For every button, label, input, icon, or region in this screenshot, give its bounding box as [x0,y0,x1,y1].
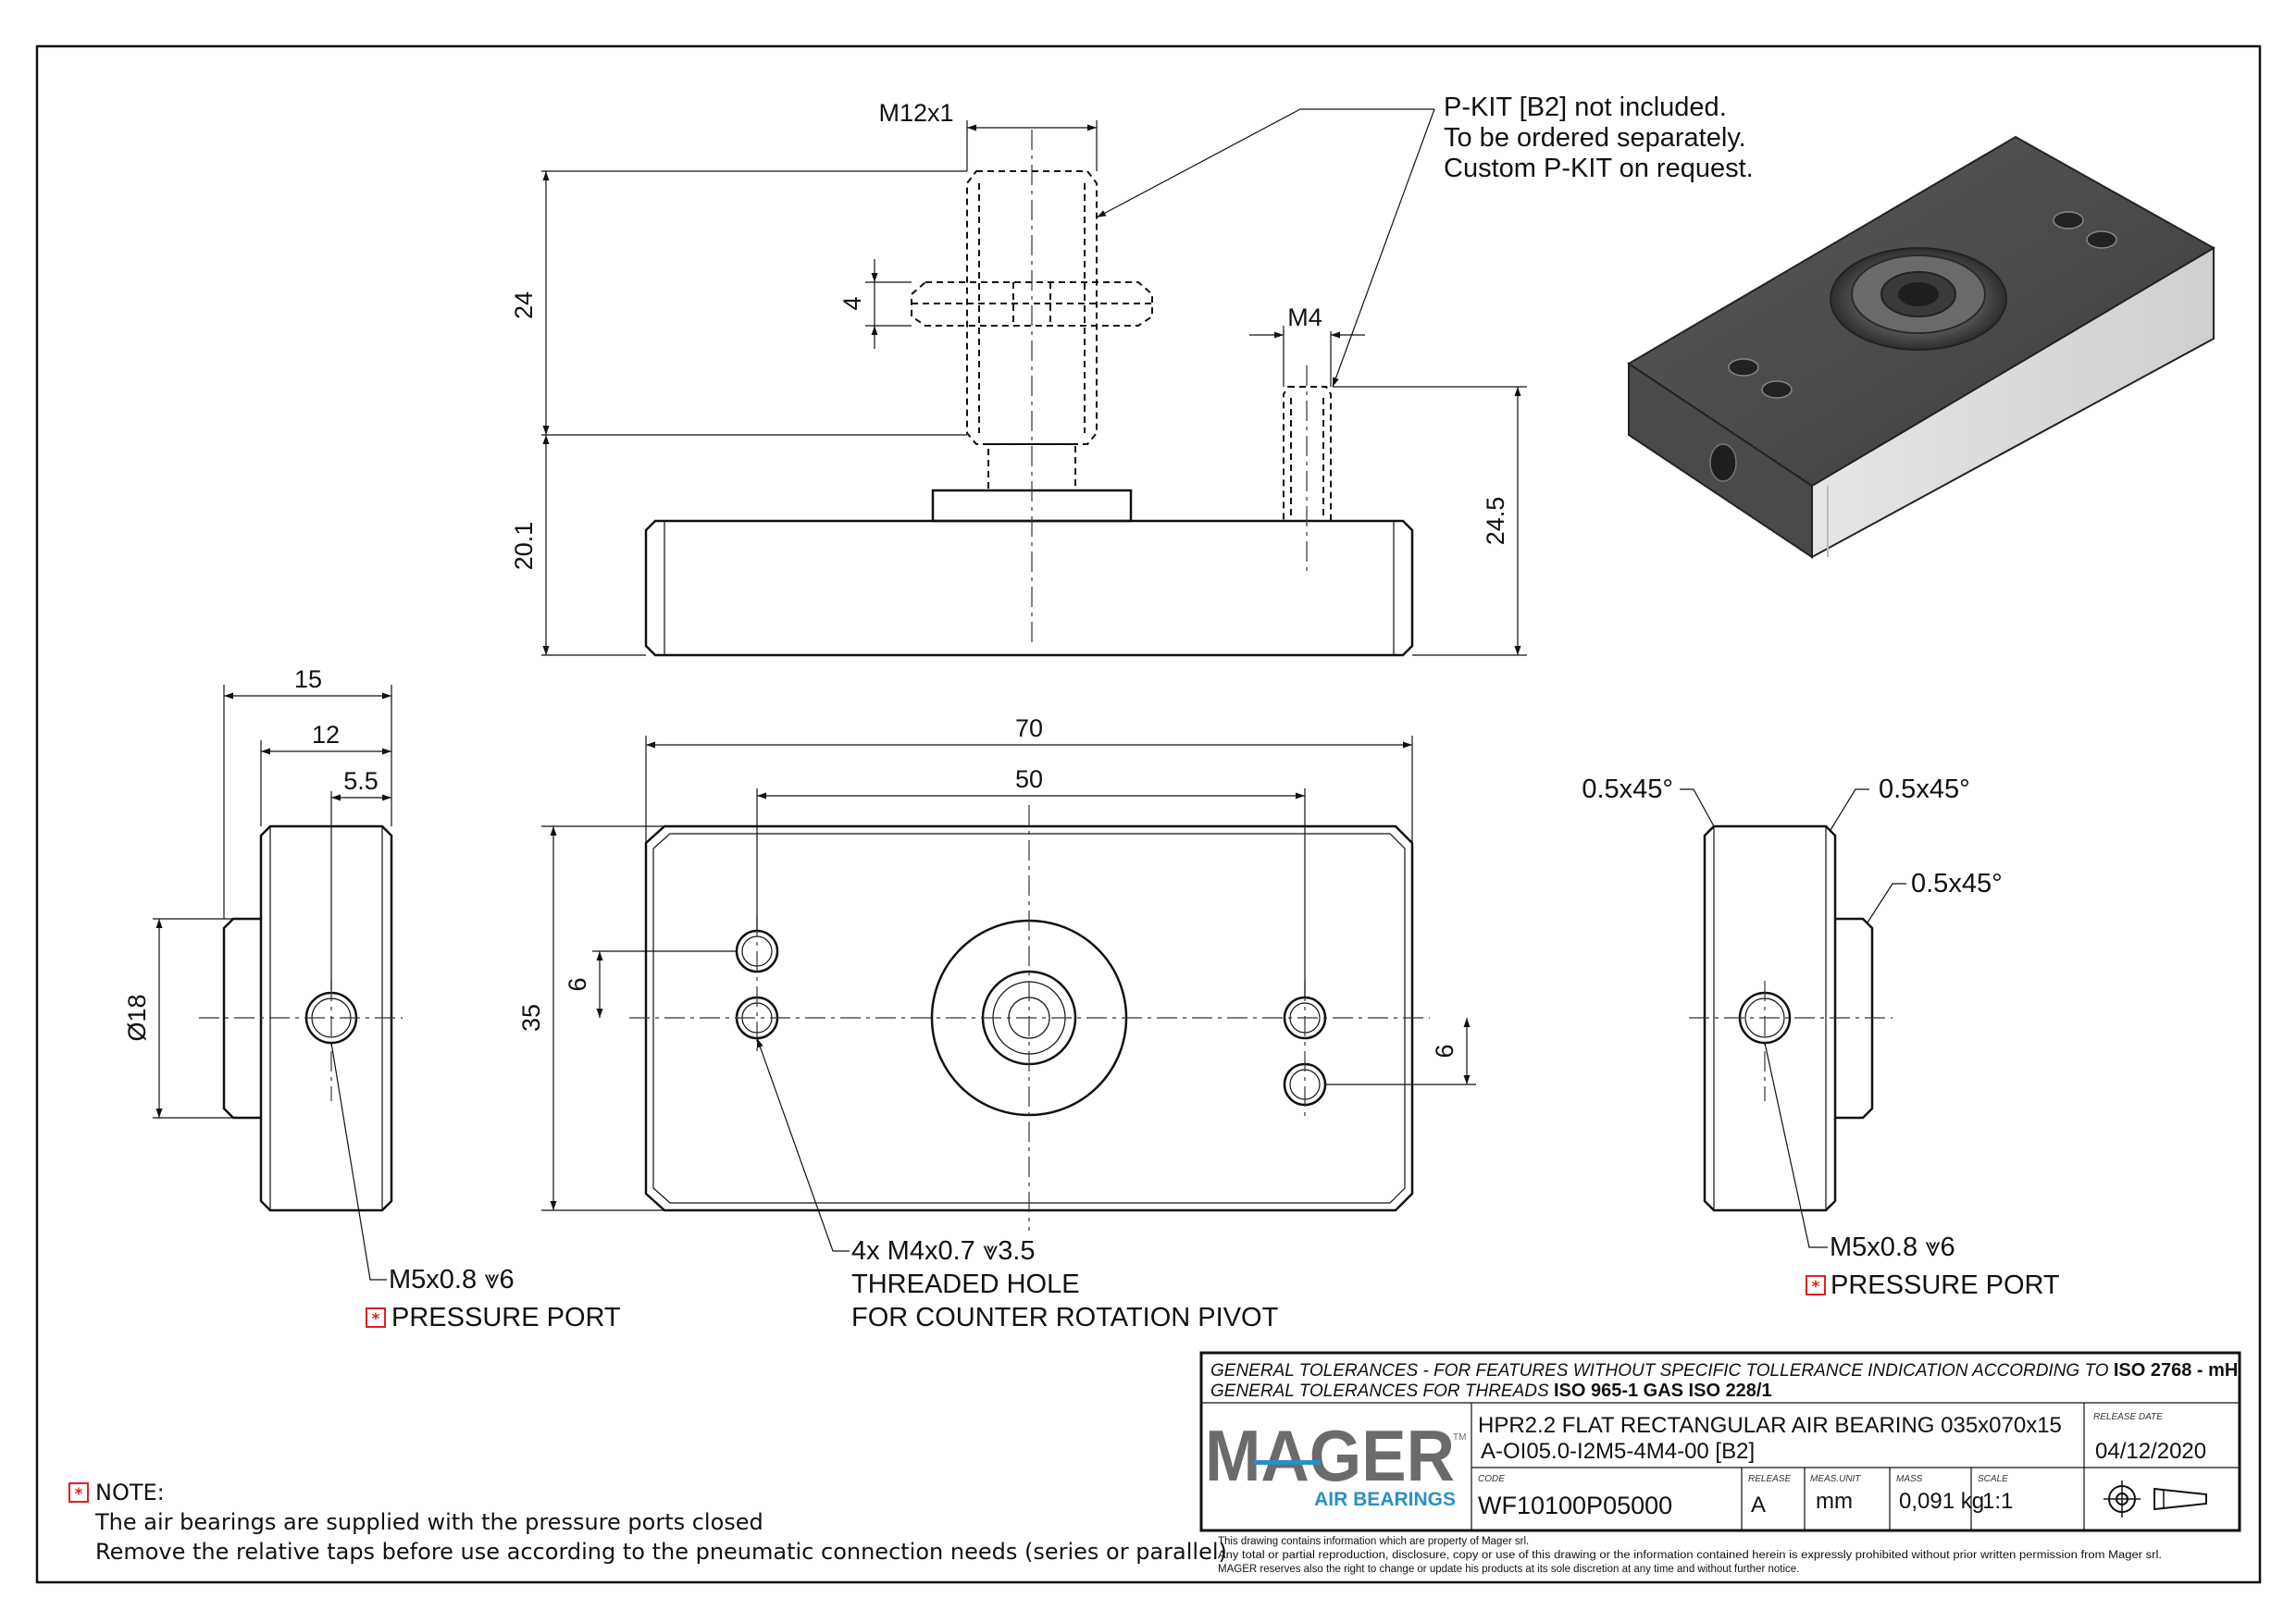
scale-label: SCALE [1978,1474,2008,1484]
meas-unit-label: MEAS.UNIT [1810,1474,1861,1484]
isometric-view [1627,135,2216,559]
chamfer-top-right: 0.5x45° [1879,774,1970,804]
tol-std-2: ISO 965-1 GAS ISO 228/1 [1554,1381,1772,1401]
tol-std-1: ISO 2768 - mH [2114,1360,2239,1381]
iso-pressure-port [1709,443,1737,482]
front-base-plate [644,519,1414,657]
threaded-hole-label: THREADED HOLE [851,1270,1080,1299]
product-subtitle: A-OI05.0-I2M5-4M4-00 [B2] [1481,1439,1755,1464]
threaded-hole-purpose: FOR COUNTER ROTATION PIVOT [851,1303,1279,1332]
right-side-view: 0.5x45° 0.5x45° 0.5x45° M5x0.8 ⩔6 * PRES… [1582,774,2060,1300]
right-port-thread: M5x0.8 ⩔6 [1830,1233,1955,1262]
dim-6-left: 6 [564,977,591,991]
release-value: A [1751,1493,1766,1518]
legal-disclaimer: This drawing contains information which … [1218,1536,2162,1575]
dim-6-right: 6 [1431,1044,1458,1058]
note-marker [68,1482,89,1503]
dim-15: 15 [294,665,322,693]
scale-value: 1:1 [1982,1489,2013,1514]
title-block: GENERAL TOLERANCES - FOR FEATURES WITHOU… [1199,1351,2241,1532]
drawing-code: WF10100P05000 [1478,1492,1672,1519]
dim-20-1: 20.1 [510,522,538,571]
chamfer-side: 0.5x45° [1911,869,2003,898]
tol-line1: GENERAL TOLERANCES - FOR FEATURES WITHOU… [1210,1361,2114,1381]
iso-hole [2086,230,2117,249]
pkit-nut-hidden [911,281,1153,327]
left-side-view: 15 12 5.5 Ø18 M5x0.8 ⩔6 * PRESSURE PORT [123,665,621,1332]
note-line2: Remove the relative taps before use acco… [95,1539,1227,1565]
svg-text:*: * [372,1310,380,1329]
legal-line3: MAGER reserves also the right to change … [1218,1564,1799,1575]
release-date-label: RELEASE DATE [2093,1412,2163,1422]
dim-24: 24 [510,291,538,319]
svg-text:*: * [75,1485,83,1504]
pkit-callout: P-KIT [B2] not included. To be ordered s… [1096,93,1754,388]
legal-line2: Any total or partial reproduction, discl… [1218,1550,2162,1561]
pressure-port-marker [1806,1275,1826,1295]
dim-phi18: Ø18 [123,994,151,1041]
pkit-note-line3: Custom P-KIT on request. [1444,154,1754,183]
dim-70: 70 [1015,714,1043,742]
product-title: HPR2.2 FLAT RECTANGULAR AIR BEARING 035x… [1478,1413,2062,1438]
pressure-port-marker [366,1307,386,1328]
front-view: 24 20.1 4 M12x1 M4 24.5 [510,99,1527,657]
mass-label: MASS [1896,1474,1923,1484]
projection-symbol-icon [2104,1481,2207,1518]
iso-hole [1761,380,1793,399]
notes: * NOTE: The air bearings are supplied wi… [68,1480,1227,1565]
release-date: 04/12/2020 [2095,1439,2206,1464]
pivot-pin-hidden [1283,386,1332,522]
legal-line1: This drawing contains information which … [1218,1536,1529,1547]
iso-hole [2053,211,2084,229]
dim-4: 4 [838,296,866,310]
mager-logo: MAGER TM AIR BEARINGS [1205,1415,1466,1510]
dim-12: 12 [312,721,340,749]
dim-24-5: 24.5 [1482,497,1509,546]
note-line1: The air bearings are supplied with the p… [94,1509,763,1535]
dim-35: 35 [517,1004,545,1032]
svg-text:*: * [1812,1278,1820,1296]
pkit-note-line1: P-KIT [B2] not included. [1444,93,1727,122]
svg-text:GENERAL TOLERANCES - FOR FEATU: GENERAL TOLERANCES - FOR FEATURES WITHOU… [1210,1360,2238,1381]
dim-50: 50 [1015,765,1043,793]
meas-unit-value: mm [1816,1489,1853,1514]
right-port-label: PRESSURE PORT [1831,1270,2060,1300]
tol-line2: GENERAL TOLERANCES FOR THREADS [1210,1381,1554,1401]
code-label: CODE [1478,1474,1505,1484]
left-port-thread: M5x0.8 ⩔6 [389,1265,515,1295]
release-label: RELEASE [1748,1474,1791,1484]
threaded-hole-spec: 4x M4x0.7 ⩔3.5 [851,1236,1036,1266]
logo-sub: AIR BEARINGS [1314,1489,1456,1510]
logo-tm: TM [1453,1432,1466,1443]
top-view: 70 50 35 6 6 4x M4x0.7 ⩔3.5 THREADED HOL… [517,714,1476,1332]
svg-text:GENERAL TOLERANCES FOR THREADS: GENERAL TOLERANCES FOR THREADS ISO 965-1… [1210,1381,1772,1401]
left-port-label: PRESSURE PORT [391,1303,621,1332]
chamfer-top-left: 0.5x45° [1582,774,1673,804]
logo-wordmark: MAGER [1205,1415,1455,1496]
pkit-note-line2: To be ordered separately. [1444,123,1746,153]
top-view-plate [644,824,1414,1212]
note-title: NOTE: [95,1480,165,1505]
dim-m4: M4 [1287,304,1322,331]
dim-m12x1: M12x1 [878,99,953,127]
sheet-frame [35,44,2262,1584]
iso-hole [1728,358,1759,377]
mass-value: 0,091 kg [1899,1489,1984,1514]
dim-5-5: 5.5 [343,767,379,795]
